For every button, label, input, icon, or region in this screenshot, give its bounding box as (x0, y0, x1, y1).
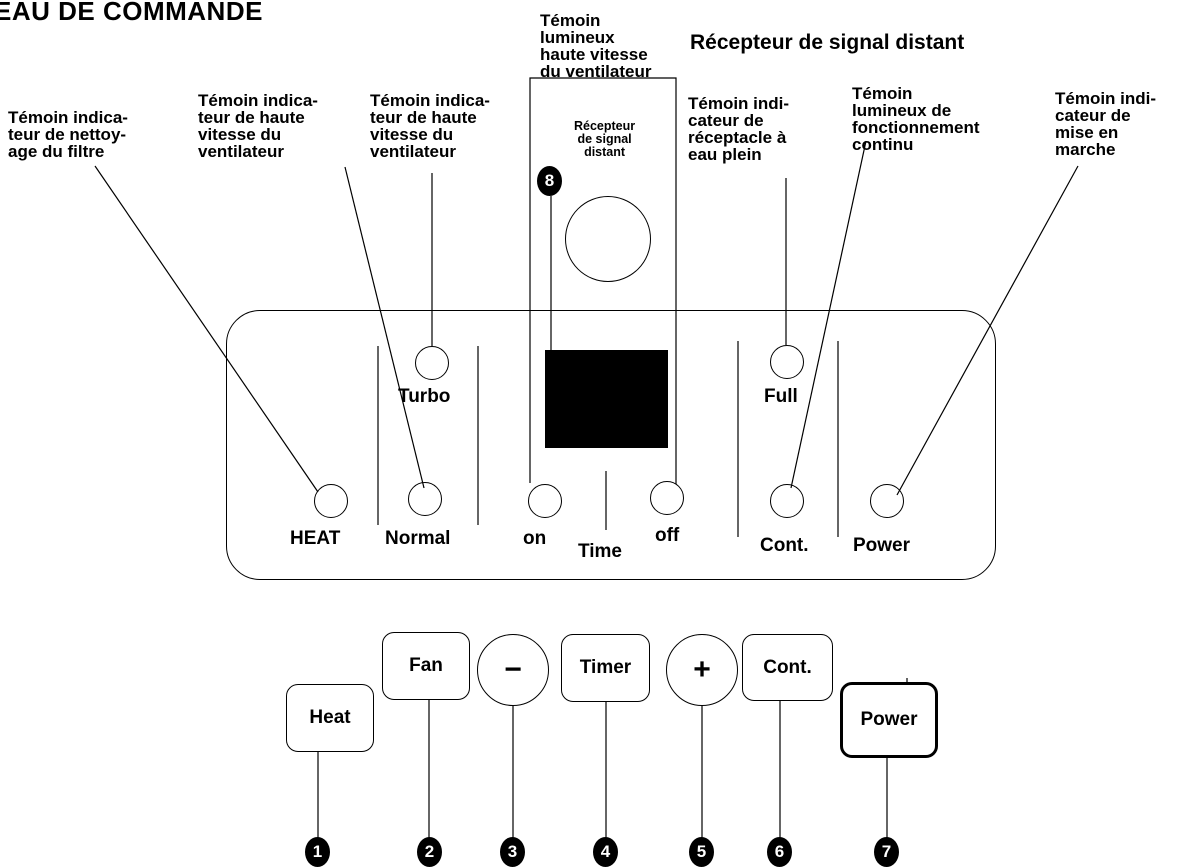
led-label-full: Full (764, 386, 798, 407)
label-fan-high-speed-2: Témoin indica- teur de haute vitesse du … (370, 91, 490, 161)
leader-continuous (790, 140, 867, 489)
led-label-power: Power (853, 535, 911, 556)
led-label-heat: HEAT (290, 528, 341, 549)
label-water-full: Témoin indi- cateur de réceptacle à eau … (688, 94, 790, 164)
minus-button[interactable]: − (477, 634, 549, 706)
led-label-off: off (655, 525, 680, 546)
leader-fan-normal (344, 166, 425, 489)
led-turbo (415, 346, 449, 380)
plus-button[interactable]: + (666, 634, 738, 706)
callout-8: 8 (537, 166, 562, 196)
remote-receiver-circle (565, 196, 651, 282)
callout-7: 7 (874, 837, 899, 867)
callout-6: 6 (767, 837, 792, 867)
led-full (770, 345, 804, 379)
leader-power (896, 165, 1079, 496)
timer-button[interactable]: Timer (561, 634, 650, 702)
callout-4: 4 (593, 837, 618, 867)
callout-3: 3 (500, 837, 525, 867)
led-label-turbo: Turbo (398, 386, 451, 407)
leader-fan-high-light-bracket (529, 77, 677, 484)
callout-2: 2 (417, 837, 442, 867)
label-receiver-small: Récepteur de signal distant (574, 119, 636, 159)
cont-button[interactable]: Cont. (742, 634, 833, 701)
fan-button[interactable]: Fan (382, 632, 470, 700)
label-continuous: Témoin lumineux de fonctionnement contin… (852, 84, 980, 154)
led-label-on: on (523, 528, 547, 549)
control-panel (226, 310, 996, 580)
power-button[interactable]: Power (840, 682, 938, 758)
led-label-normal: Normal (385, 528, 451, 549)
led-label-cont: Cont. (760, 535, 809, 556)
led-heat (314, 484, 348, 518)
heat-button[interactable]: Heat (286, 684, 374, 752)
led-timer-off (650, 481, 684, 515)
label-remote-receiver-title: Récepteur de signal distant (690, 31, 965, 54)
display-screen (545, 350, 668, 448)
led-normal (408, 482, 442, 516)
label-power-on: Témoin indi- cateur de mise en marche (1055, 89, 1157, 159)
led-label-time: Time (578, 541, 623, 562)
label-fan-high-speed-light: Témoin lumineux haute vitesse du ventila… (540, 11, 652, 81)
callout-1: 1 (305, 837, 330, 867)
label-filter-clean: Témoin indica- teur de nettoy- age du fi… (8, 108, 128, 161)
callout-5: 5 (689, 837, 714, 867)
diagram-title: EAU DE COMMANDE (0, 0, 263, 26)
led-power (870, 484, 904, 518)
led-timer-on (528, 484, 562, 518)
leader-filter-clean (94, 165, 319, 493)
label-fan-high-speed-1: Témoin indica- teur de haute vitesse du … (198, 91, 318, 161)
led-cont (770, 484, 804, 518)
